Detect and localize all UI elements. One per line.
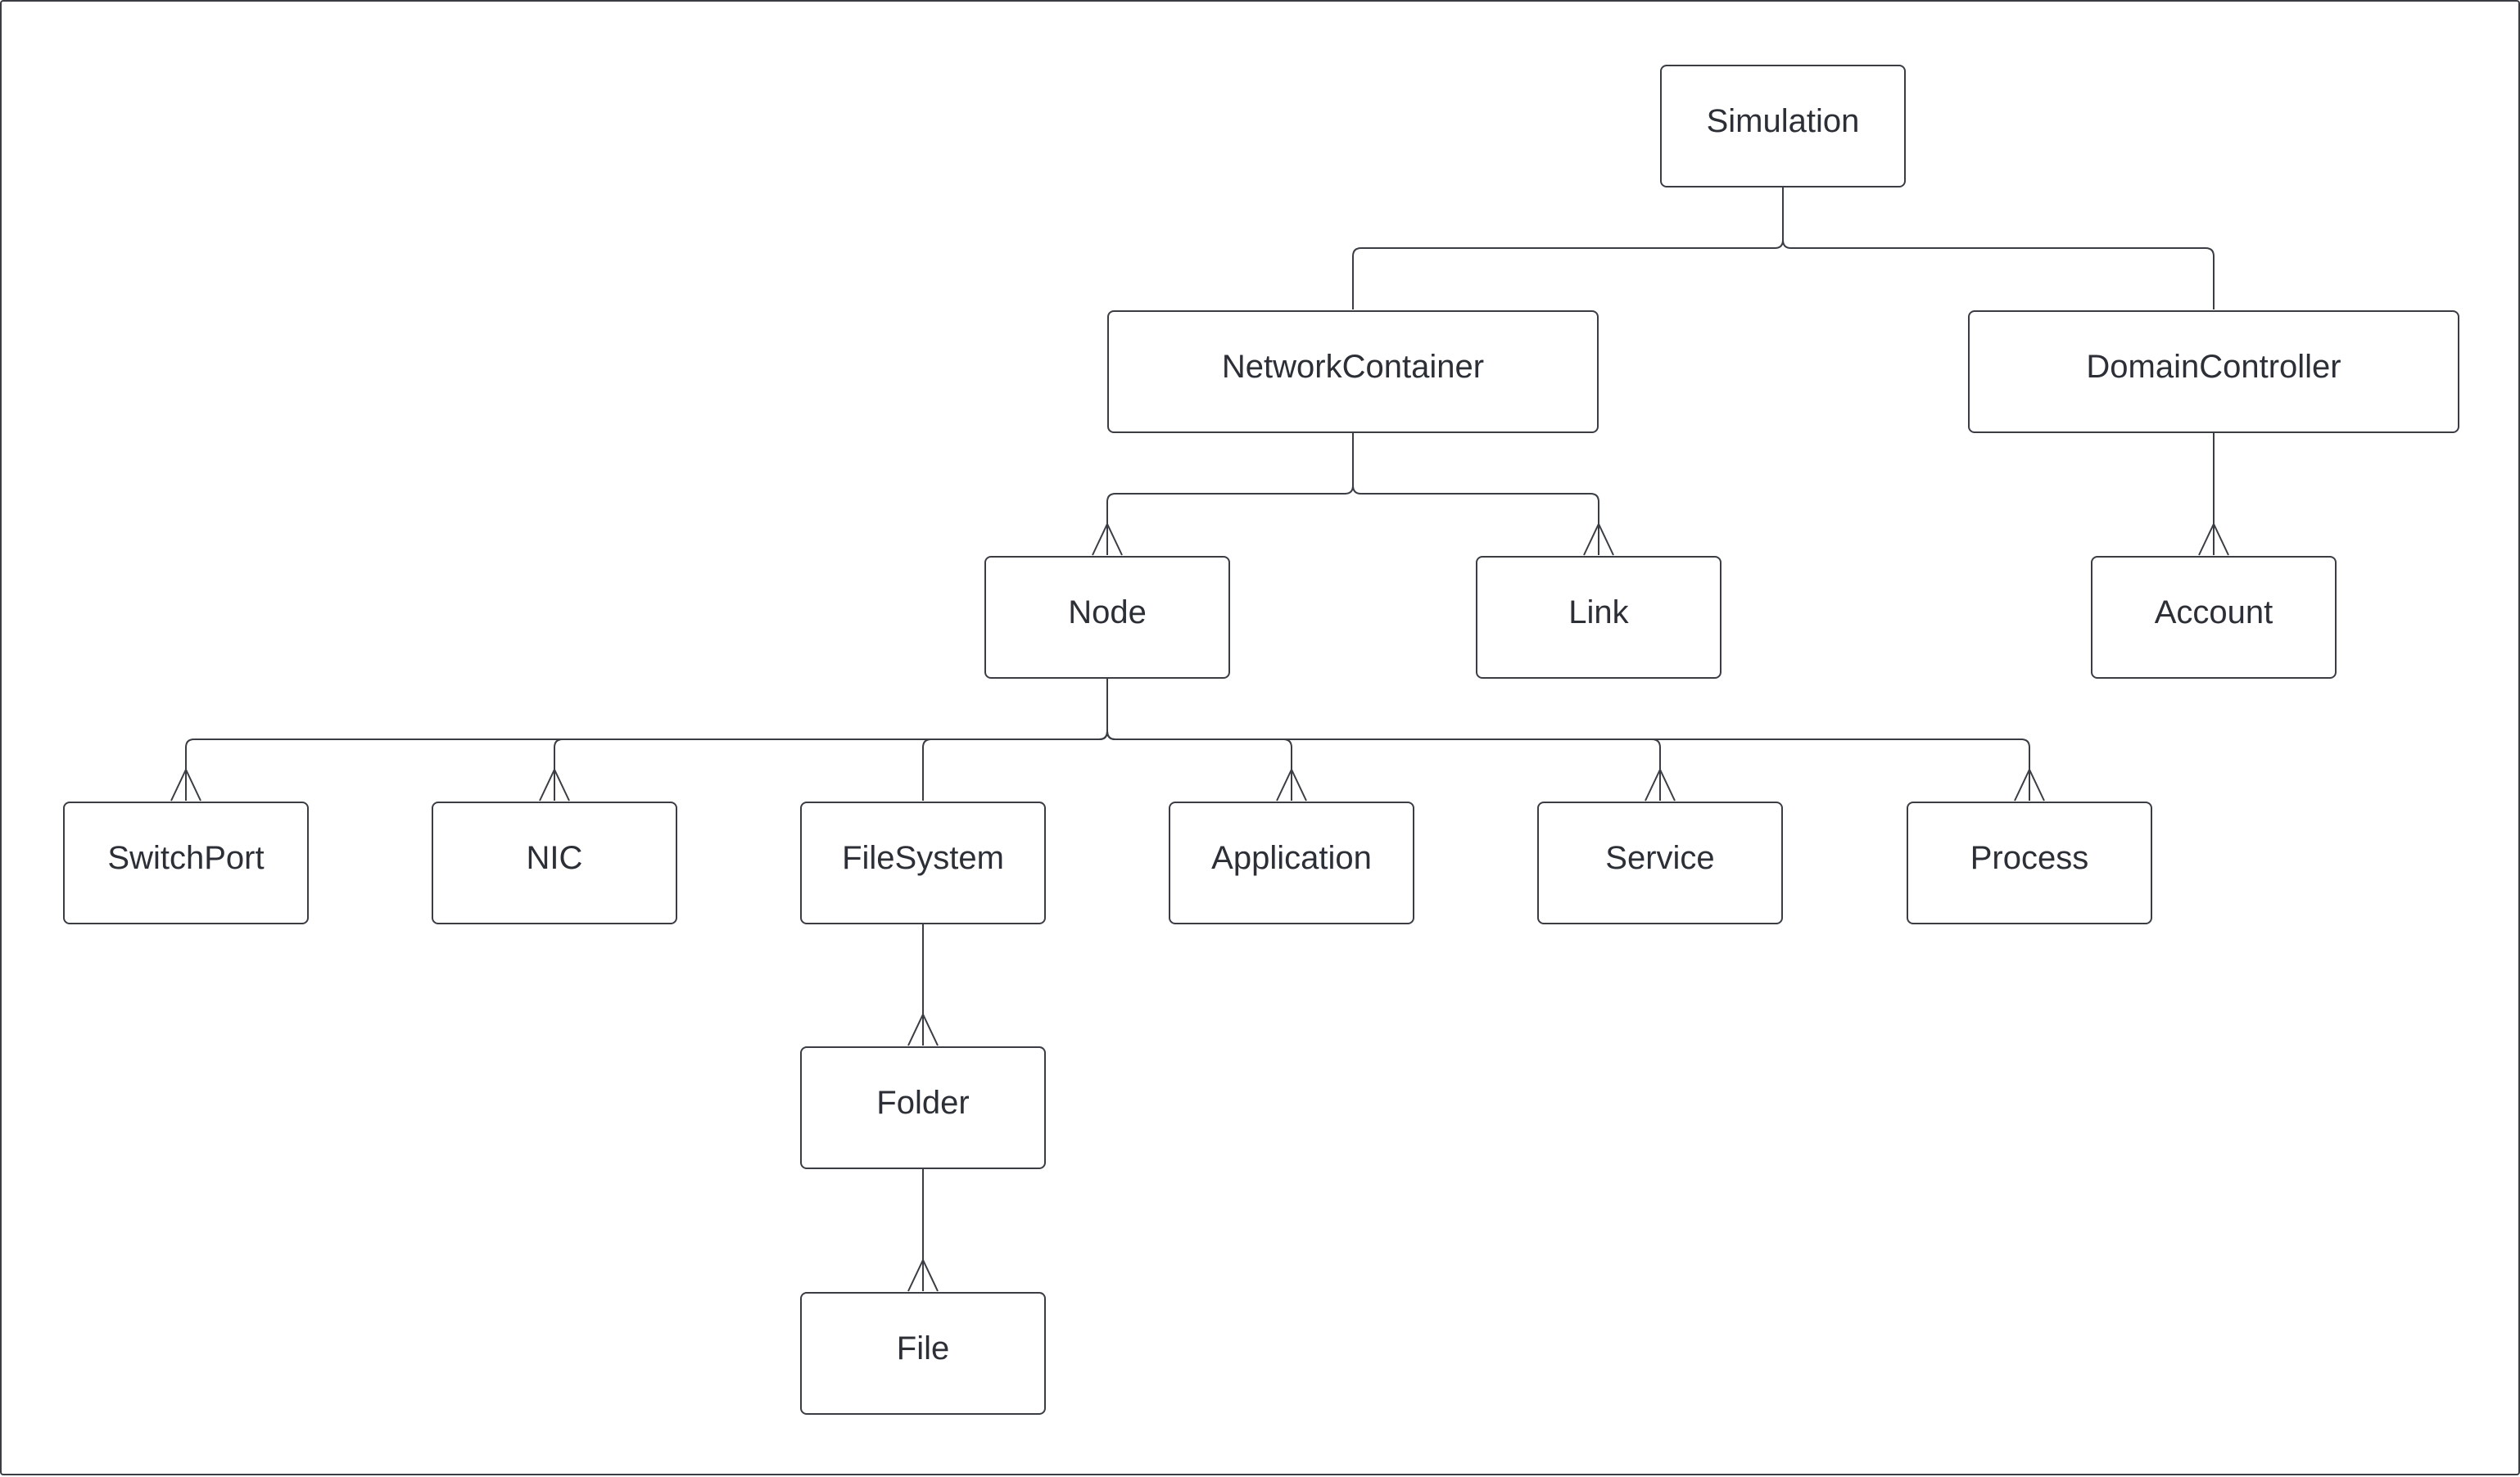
entity-file[interactable]: File [800,1292,1046,1415]
entity-switchport[interactable]: SwitchPort [63,802,309,924]
entity-domaincontroller[interactable]: DomainController [1968,310,2459,433]
connector-node-process [1106,679,2030,801]
crowfoot-account [2198,522,2229,556]
entity-label: Link [1568,594,1629,630]
entity-label: Folder [876,1084,970,1121]
entity-label: Account [2154,594,2273,630]
crowfoot-application [1276,767,1307,802]
crowfoot-switchport [170,767,201,802]
entity-simulation[interactable]: Simulation [1660,65,1906,187]
entity-label: Service [1605,839,1715,876]
entity-link[interactable]: Link [1476,556,1721,679]
connector-simulation-domaincontroller [1782,187,2215,309]
entity-label: FileSystem [842,839,1004,876]
crowfoot-nic [539,767,570,802]
entity-label: NIC [526,839,583,876]
connector-node-filesystem [922,679,1108,801]
entity-label: DomainController [2086,348,2341,385]
entity-label: Simulation [1706,102,1860,139]
entity-label: Process [1970,839,2089,876]
entity-folder[interactable]: Folder [800,1046,1046,1169]
entity-account[interactable]: Account [2091,556,2337,679]
entity-filesystem[interactable]: FileSystem [800,802,1046,924]
entity-label: Application [1211,839,1372,876]
entity-service[interactable]: Service [1537,802,1783,924]
connector-networkcontainer-node [1106,433,1354,555]
entity-application[interactable]: Application [1169,802,1414,924]
entity-process[interactable]: Process [1907,802,2152,924]
crowfoot-node [1092,522,1123,556]
crowfoot-service [1645,767,1676,802]
connector-simulation-networkcontainer [1352,187,1784,309]
connector-networkcontainer-link [1352,433,1599,555]
entity-label: Node [1068,594,1147,630]
crowfoot-link [1583,522,1614,556]
entity-networkcontainer[interactable]: NetworkContainer [1107,310,1599,433]
entity-label: File [896,1330,950,1366]
entity-label: NetworkContainer [1221,348,1485,385]
entity-nic[interactable]: NIC [432,802,677,924]
crowfoot-file [907,1258,939,1292]
crowfoot-folder [907,1012,939,1046]
crowfoot-process [2014,767,2045,802]
entity-node[interactable]: Node [984,556,1230,679]
entity-label: SwitchPort [107,839,265,876]
